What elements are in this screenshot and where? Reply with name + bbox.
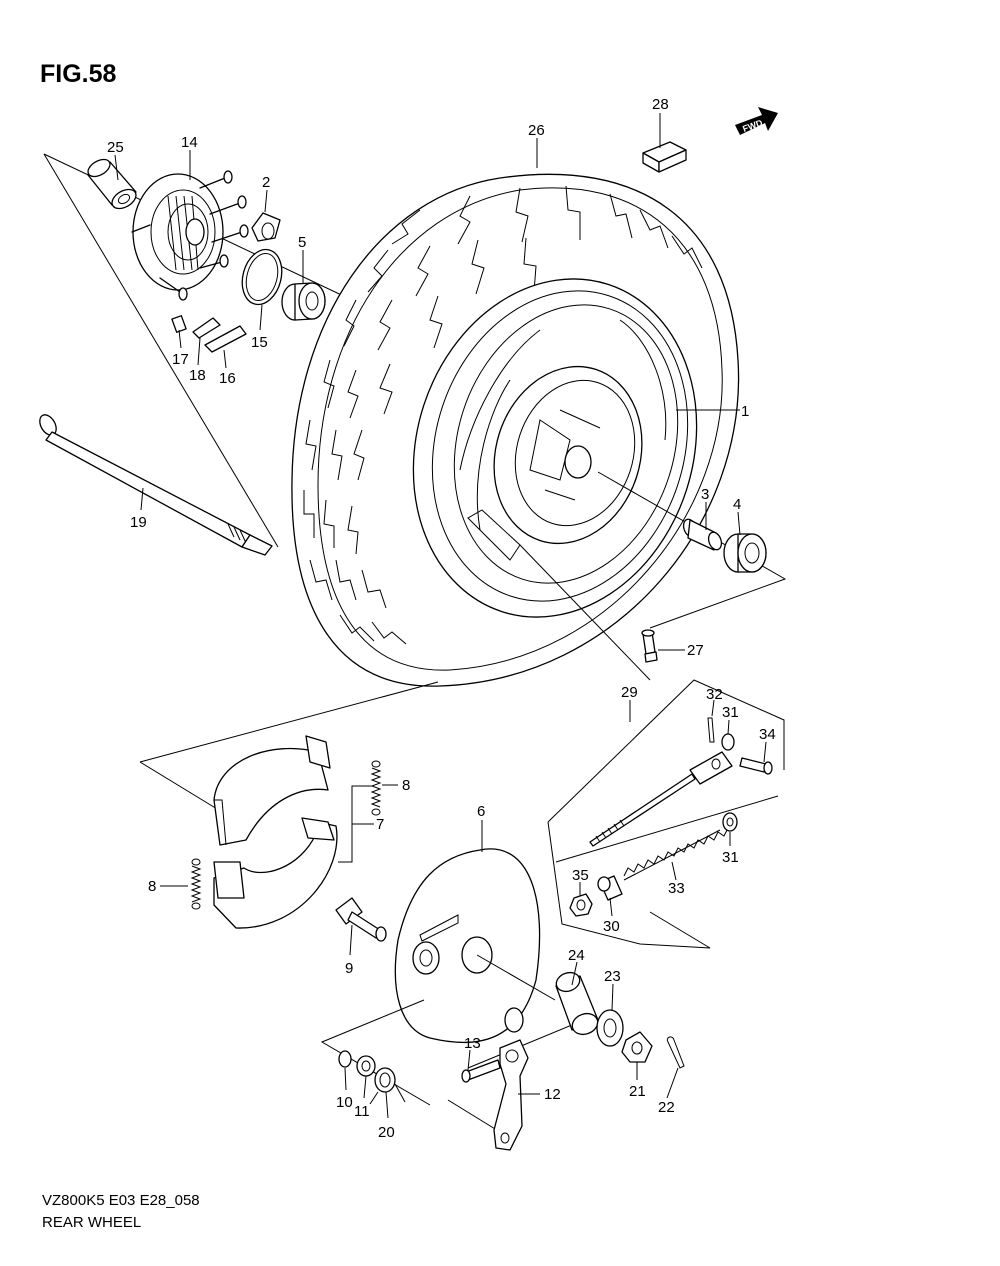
part-27-tire-valve xyxy=(641,629,658,663)
part-14-rear-hub xyxy=(131,170,249,301)
callout-9: 9 xyxy=(345,960,353,977)
callout-15: 15 xyxy=(251,334,268,351)
callout-28: 28 xyxy=(652,96,669,113)
part-7-brake-shoe-upper xyxy=(213,735,331,846)
callout-13: 13 xyxy=(464,1035,481,1052)
callout-2: 2 xyxy=(262,174,270,191)
part-13-bolt xyxy=(461,1059,501,1083)
part-3-collar xyxy=(682,518,723,551)
wheel-explode-lines xyxy=(139,471,787,763)
part-18-retainer xyxy=(192,317,221,339)
figure-caption: REAR WHEEL xyxy=(42,1214,141,1231)
part-29-rod-box xyxy=(547,679,785,949)
callout-19: 19 xyxy=(130,514,147,531)
callout-35: 35 xyxy=(572,867,589,884)
callout-21: 21 xyxy=(629,1083,646,1100)
part-17-bolt xyxy=(171,315,187,333)
part-8-spring-lower xyxy=(190,858,202,910)
part-34-pin xyxy=(739,757,773,775)
part-32-cotter-pin xyxy=(707,717,715,743)
part-11-washer xyxy=(356,1055,376,1077)
part-20-return-spring xyxy=(369,1067,406,1105)
part-1-wheel-rim xyxy=(412,278,698,618)
part-10-washer xyxy=(338,1050,352,1068)
part-28-balance-weight xyxy=(642,141,687,173)
part-24-spacer xyxy=(555,971,599,1036)
part-9-brake-cam xyxy=(335,897,387,942)
part-30-joint xyxy=(597,875,623,901)
callout-8-lower: 8 xyxy=(148,878,156,895)
part-23-oil-seal xyxy=(596,1009,624,1047)
part-12-cam-lever xyxy=(493,1039,529,1151)
part-8-spring-upper xyxy=(370,760,382,816)
part-6-brake-panel xyxy=(394,848,541,1044)
callout-34: 34 xyxy=(759,726,776,743)
part-7-brake-shoe-lower xyxy=(213,817,338,929)
forward-arrow-icon: FWD xyxy=(735,107,778,135)
part-31-washer-lower xyxy=(722,812,738,832)
callout-32: 32 xyxy=(706,686,723,703)
figure-title: FIG.58 xyxy=(40,60,117,88)
callout-31-upper: 31 xyxy=(722,704,739,721)
part-5-bearing xyxy=(281,282,326,321)
part-33-spring xyxy=(623,827,729,881)
part-2-damper xyxy=(251,212,281,242)
callout-17: 17 xyxy=(172,351,189,368)
part-11-washer-hole xyxy=(361,1060,371,1072)
part-15-o-ring-inner xyxy=(245,252,279,302)
part-19-axle xyxy=(39,414,273,556)
callout-14: 14 xyxy=(181,134,198,151)
callout-24: 24 xyxy=(568,947,585,964)
part-21-castle-nut xyxy=(621,1031,653,1063)
callout-33: 33 xyxy=(668,880,685,897)
part-16-plate xyxy=(204,325,247,353)
callout-12: 12 xyxy=(544,1086,561,1103)
model-code: VZ800K5 E03 E28_058 xyxy=(42,1192,200,1209)
callout-3: 3 xyxy=(701,486,709,503)
callout-30: 30 xyxy=(603,918,620,935)
callout-4: 4 xyxy=(733,496,741,513)
part-31-washer-lower-hole xyxy=(726,817,734,827)
callout-25: 25 xyxy=(107,139,124,156)
part-25-spacer-collar xyxy=(87,158,137,210)
callout-6: 6 xyxy=(477,803,485,820)
callout-5: 5 xyxy=(298,234,306,251)
callout-22: 22 xyxy=(658,1099,675,1116)
callout-1: 1 xyxy=(741,403,749,420)
callout-10: 10 xyxy=(336,1094,353,1111)
part-29-brake-rod xyxy=(589,751,733,847)
fwd-badge-label: FWD xyxy=(741,117,764,134)
callout-31-lower: 31 xyxy=(722,849,739,866)
part-31-washer-upper xyxy=(721,733,735,751)
brake-shoe-outline xyxy=(139,761,223,813)
callout-18: 18 xyxy=(189,367,206,384)
part-35-nut xyxy=(569,893,593,917)
callout-7: 7 xyxy=(376,816,384,833)
callout-23: 23 xyxy=(604,968,621,985)
part-22-cotter-pin xyxy=(666,1036,685,1069)
callout-8-upper: 8 xyxy=(402,777,410,794)
callout-11: 11 xyxy=(354,1103,370,1120)
callout-27: 27 xyxy=(687,642,704,659)
callout-16: 16 xyxy=(219,370,236,387)
callout-labels: 25 14 2 5 15 17 18 16 19 26 28 1 3 4 27 … xyxy=(107,96,776,1141)
callout-29: 29 xyxy=(621,684,638,701)
callout-26: 26 xyxy=(528,122,545,139)
leader-lines xyxy=(114,113,767,1119)
part-4-bearing xyxy=(723,533,767,573)
callout-20: 20 xyxy=(378,1124,395,1141)
